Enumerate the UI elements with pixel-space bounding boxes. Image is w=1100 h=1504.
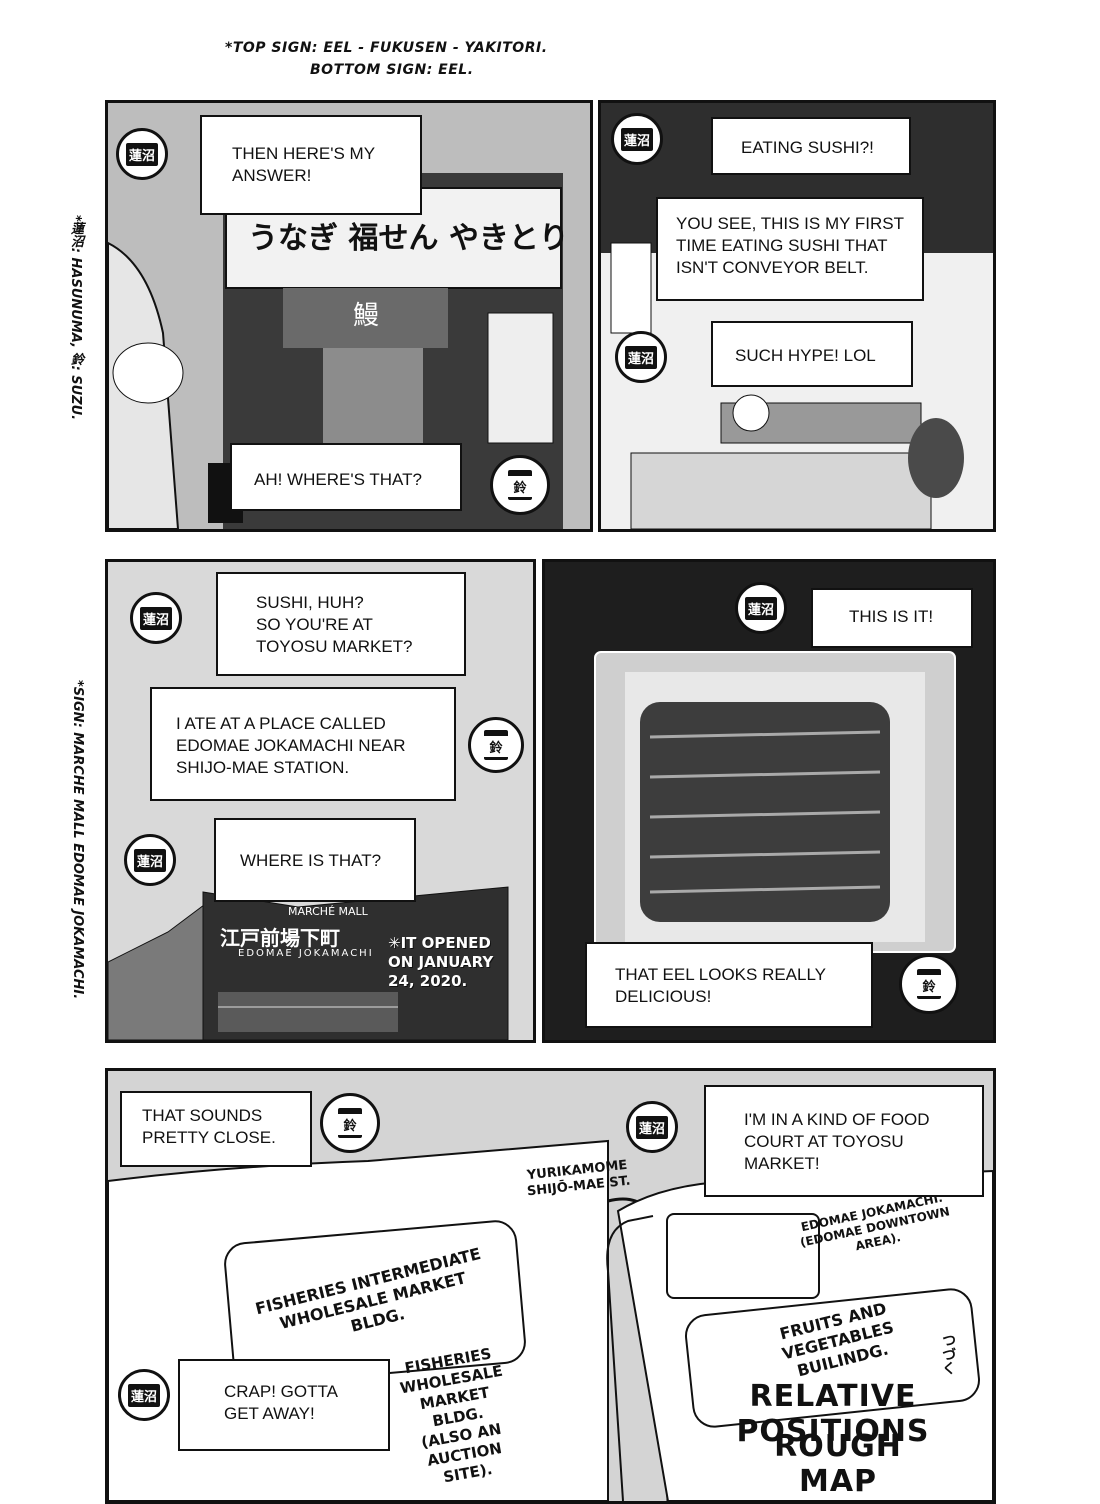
mall-sign-sub: EDOMAE JOKAMACHI: [238, 948, 374, 959]
hasunuma-icon: 蓮沼: [130, 592, 182, 644]
panel-sushi-counter: 蓮沼 EATING SUSHI?! YOU SEE, THIS IS MY FI…: [598, 100, 996, 532]
side-note-2: *SIGN: MARCHE MALL EDOMAE JOKAMACHI.: [70, 680, 85, 1000]
hasunuma-icon: 蓮沼: [735, 582, 787, 634]
panel-marche-mall: MARCHÉ MALL 江戸前場下町 EDOMAE JOKAMACHI ✳IT …: [105, 559, 536, 1043]
top-note-line1: *TOP SIGN: EEL - FUKUSEN - YAKITORI.: [225, 40, 548, 56]
side-note-1: *蓮沼: HASUNUMA, 鈴: SUZU.: [68, 215, 83, 421]
restaurant-top-sign: うなぎ 福せん やきとり: [248, 221, 569, 256]
hasunuma-icon: 蓮沼: [611, 113, 663, 165]
map-doodle-tsuzuku: つづく: [940, 1333, 956, 1375]
map-title-line1: RELATIVE POSITIONS: [736, 1379, 930, 1449]
mall-sign-main: 江戸前場下町: [220, 926, 340, 950]
suzu-icon: 鈴: [468, 717, 524, 773]
speech-bubble-where-is-that: WHERE IS THAT?: [214, 818, 416, 902]
mall-sign-top: MARCHÉ MALL: [288, 905, 368, 918]
suzu-icon: 鈴: [320, 1093, 380, 1153]
hasunuma-icon-2: 蓮沼: [118, 1369, 170, 1421]
hasunuma-icon-2: 蓮沼: [615, 331, 667, 383]
hasunuma-icon-2: 蓮沼: [124, 834, 176, 886]
speech-bubble-this-is-it: THIS IS IT!: [811, 588, 973, 648]
speech-bubble-eating-sushi: EATING SUSHI?!: [711, 117, 911, 175]
map-title-line2: ROUGH MAP: [774, 1429, 902, 1499]
speech-bubble-hype: SUCH HYPE! LOL: [711, 321, 913, 387]
speech-bubble-where: AH! WHERE'S THAT?: [230, 443, 462, 511]
top-note-line2: BOTTOM SIGN: EEL.: [310, 62, 474, 78]
suzu-icon: 鈴: [490, 455, 550, 515]
map-edomae-box: [666, 1213, 820, 1299]
hasunuma-icon: 蓮沼: [116, 128, 168, 180]
hasunuma-icon: 蓮沼: [626, 1101, 678, 1153]
restaurant-curtain-sign: 鰻: [353, 301, 380, 331]
suzu-icon: 鈴: [899, 954, 959, 1014]
